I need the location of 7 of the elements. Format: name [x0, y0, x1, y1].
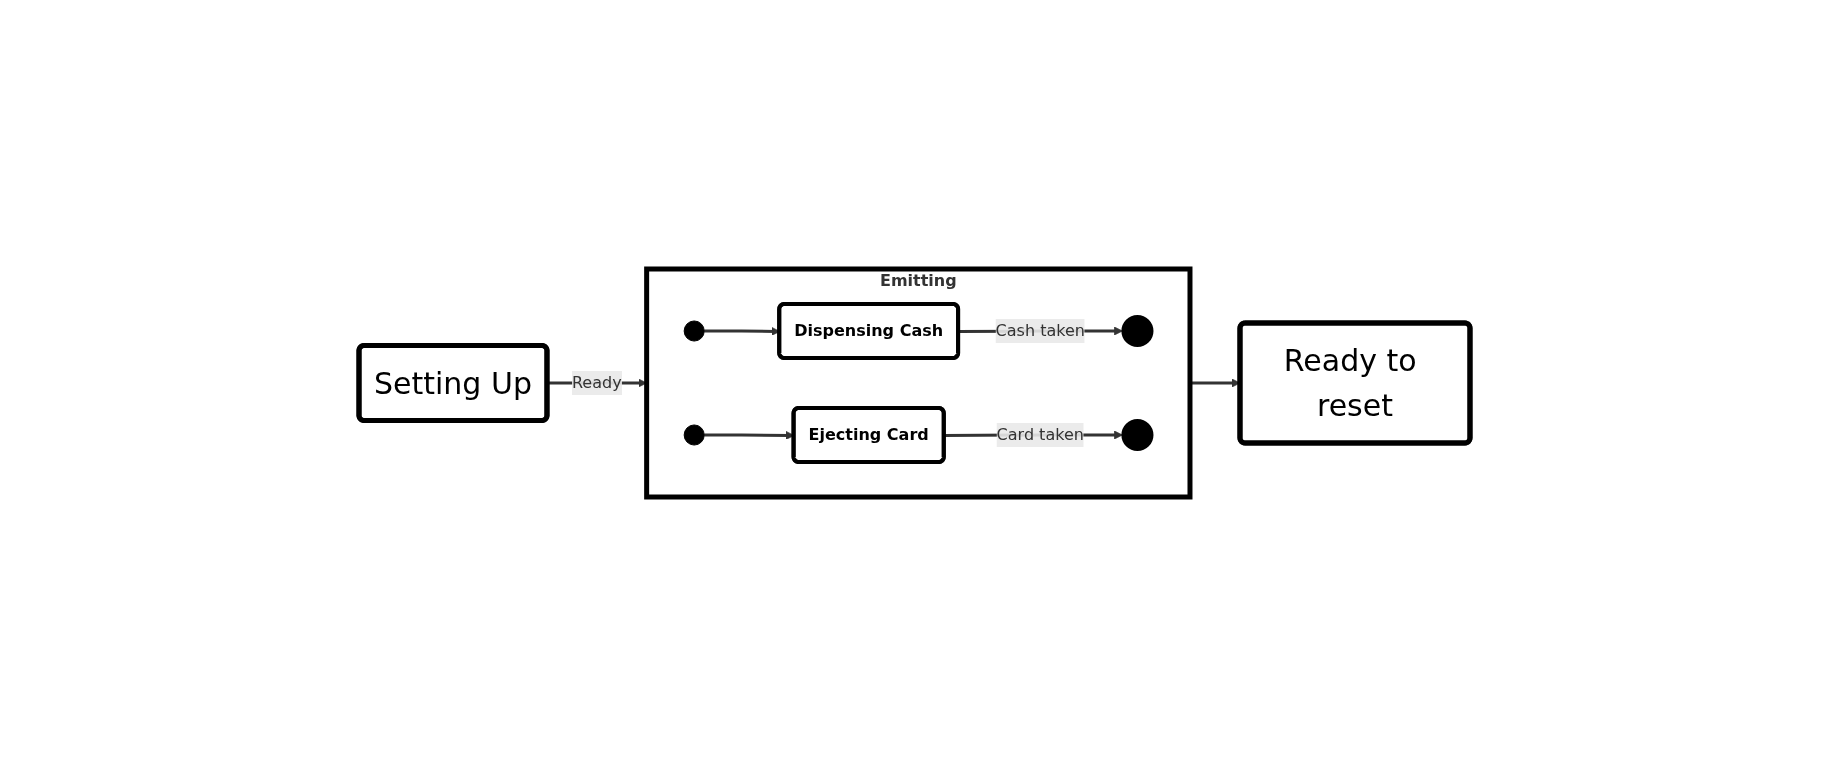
edge-label: Ready	[571, 373, 622, 392]
node-circle	[1121, 418, 1154, 452]
node-circle	[1121, 314, 1154, 348]
edge-label: Cash taken	[995, 321, 1085, 340]
node-circle	[683, 424, 705, 446]
edge-label: Card taken	[996, 425, 1084, 444]
node-circle	[683, 320, 705, 342]
